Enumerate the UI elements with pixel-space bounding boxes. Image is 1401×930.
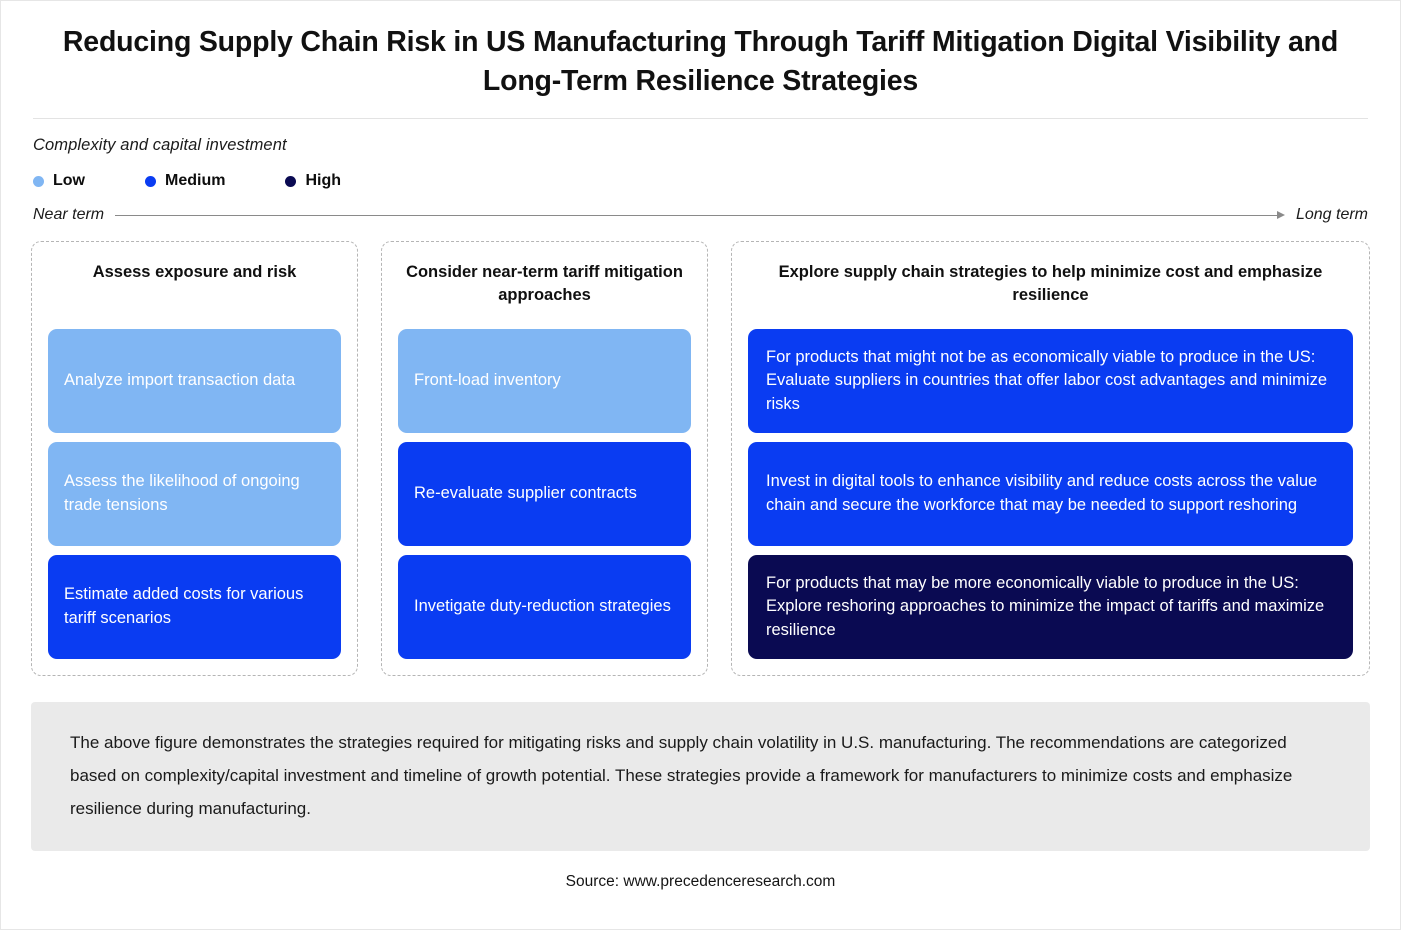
strategy-card[interactable]: For products that may be more economical… (748, 555, 1353, 660)
column-heading: Consider near-term tariff mitigation app… (406, 263, 683, 305)
strategy-card-text: Re-evaluate supplier contracts (414, 484, 637, 503)
timeline-start-label: Near term (33, 206, 105, 224)
arrow-head-icon (1276, 211, 1285, 220)
strategy-card-text: For products that might not be as econom… (766, 347, 1328, 413)
strategy-card[interactable]: Estimate added costs for various tariff … (48, 555, 341, 660)
strategy-card-text: Invest in digital tools to enhance visib… (766, 472, 1318, 515)
footnote-panel: The above figure demonstrates the strate… (31, 702, 1370, 852)
strategy-column-near-term-mitigation: Consider near-term tariff mitigation app… (381, 241, 708, 677)
timeline-end-label: Long term (1295, 206, 1368, 224)
legend-item-high: High (285, 172, 341, 190)
legend-item-label: High (305, 172, 341, 190)
timeline-axis: Near term Long term (33, 206, 1368, 224)
strategy-column-assess-exposure: Assess exposure and risk Analyze import … (31, 241, 358, 677)
legend-item-low: Low (33, 172, 85, 190)
strategy-card[interactable]: Front-load inventory (398, 329, 691, 434)
strategy-card[interactable]: Re-evaluate supplier contracts (398, 442, 691, 547)
card-list: Front-load inventory Re-evaluate supplie… (398, 329, 691, 660)
legend-dot-icon (145, 175, 156, 187)
legend-item-label: Low (53, 172, 85, 190)
strategy-card[interactable]: Assess the likelihood of ongoing trade t… (48, 442, 341, 547)
legend-item-medium: Medium (145, 172, 225, 190)
legend-dot-icon (33, 175, 44, 187)
title-divider (33, 118, 1368, 120)
strategy-card-text: Assess the likelihood of ongoing trade t… (64, 472, 300, 515)
card-list: For products that might not be as econom… (748, 329, 1353, 660)
column-heading: Assess exposure and risk (92, 263, 297, 282)
legend-caption: Complexity and capital investment (33, 136, 287, 155)
column-heading: Explore supply chain strategies to help … (778, 263, 1323, 305)
strategy-card[interactable]: Analyze import transaction data (48, 329, 341, 434)
legend-dot-icon (285, 175, 297, 187)
legend-item-label: Medium (165, 172, 226, 190)
legend: Complexity and capital investment Low Me… (1, 119, 1400, 190)
strategy-card[interactable]: Invest in digital tools to enhance visib… (748, 442, 1353, 547)
legend-items: Low Medium High (33, 172, 1400, 190)
strategy-card-text: Invetigate duty-reduction strategies (414, 597, 671, 616)
strategy-card-text: Analyze import transaction data (64, 371, 296, 390)
strategy-card[interactable]: For products that might not be as econom… (748, 329, 1353, 434)
timeline-arrow-icon (115, 209, 1285, 221)
strategy-card-text: Estimate added costs for various tariff … (64, 585, 304, 628)
strategy-column-explore-supply-chain: Explore supply chain strategies to help … (731, 241, 1370, 677)
strategy-columns: Assess exposure and risk Analyze import … (31, 241, 1370, 677)
footnote-text: The above figure demonstrates the strate… (70, 733, 1293, 819)
source-attribution: Source: www.precedenceresearch.com (565, 873, 836, 891)
strategy-card-text: Front-load inventory (414, 371, 561, 390)
page-title: Reducing Supply Chain Risk in US Manufac… (62, 26, 1339, 98)
card-list: Analyze import transaction data Assess t… (48, 329, 341, 660)
strategy-card-text: For products that may be more economical… (766, 573, 1325, 639)
strategy-card[interactable]: Invetigate duty-reduction strategies (398, 555, 691, 660)
title-block: Reducing Supply Chain Risk in US Manufac… (1, 1, 1400, 101)
